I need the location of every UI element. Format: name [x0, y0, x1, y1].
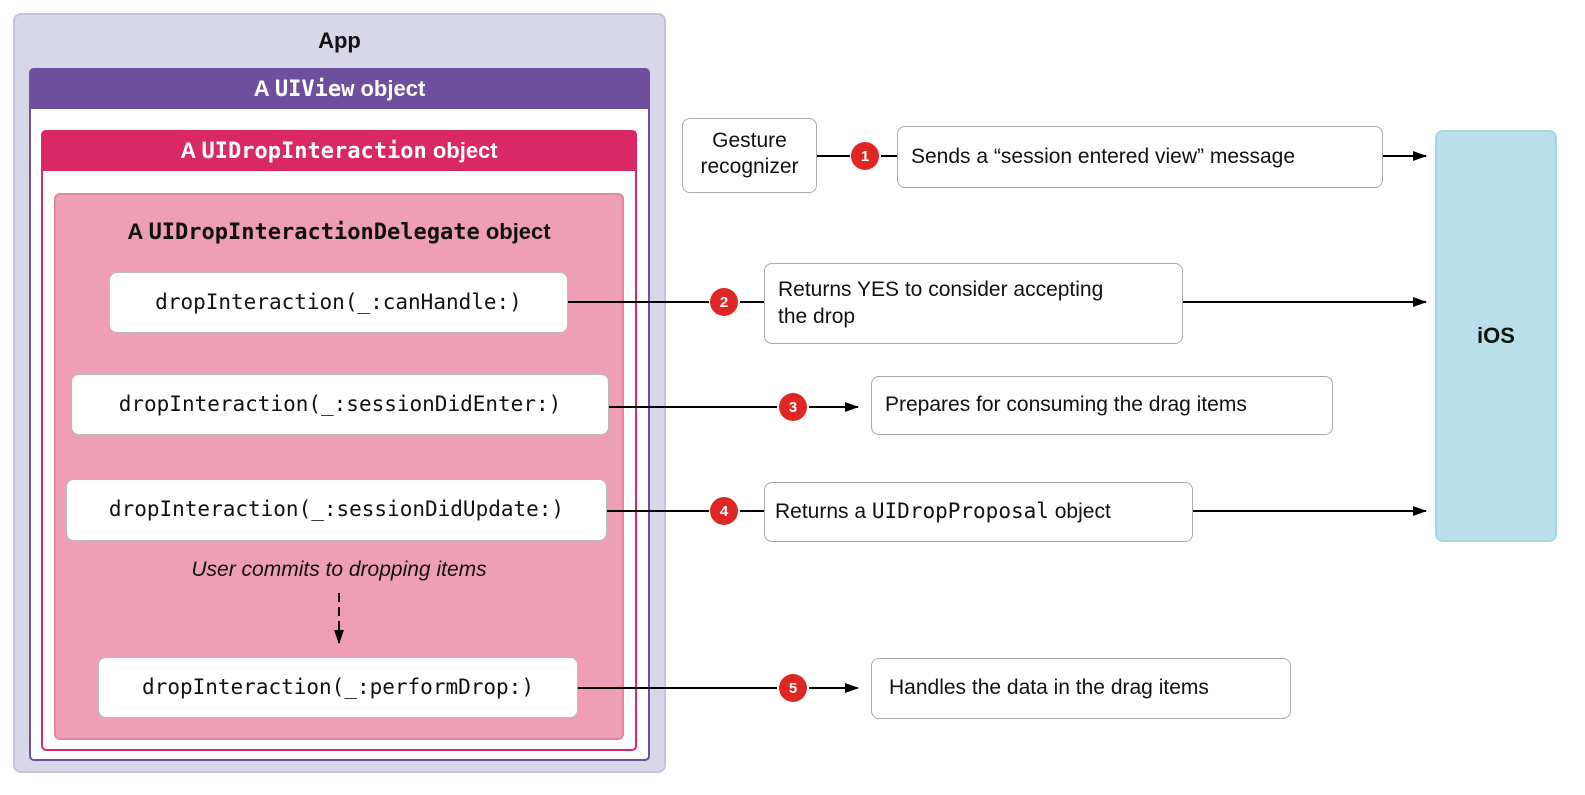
- svg-text:2: 2: [720, 294, 728, 311]
- message-prepares-consuming: Prepares for consuming the drag items: [871, 376, 1333, 435]
- message-returns-proposal: Returns a UIDropProposal object: [764, 482, 1193, 542]
- gesture-line-2: recognizer: [700, 155, 799, 178]
- uiview-header: A UIView object: [29, 68, 650, 109]
- step-badge-2: 2: [710, 288, 738, 316]
- message-returns-yes-line-1: Returns YES to consider accepting: [778, 278, 1104, 301]
- message-returns-proposal-class: UIDropProposal: [871, 499, 1049, 523]
- step-badge-3: 3: [779, 393, 807, 421]
- drop-interaction-suffix: object: [426, 138, 498, 163]
- drop-interaction-class-name: UIDropInteraction: [201, 139, 427, 164]
- commit-label: User commits to dropping items: [191, 558, 487, 581]
- message-returns-yes: Returns YES to consider accepting the dr…: [764, 263, 1183, 344]
- message-returns-proposal-prefix: Returns a: [775, 500, 872, 523]
- uiview-suffix: object: [354, 76, 426, 101]
- delegate-prefix: A: [127, 219, 149, 244]
- method-can-handle: dropInteraction(_:canHandle:): [109, 272, 568, 333]
- uiview-class-name: UIView: [274, 77, 355, 102]
- ios-box: iOS: [1435, 130, 1557, 542]
- message-returns-proposal-suffix: object: [1048, 500, 1111, 523]
- delegate-suffix: object: [479, 219, 551, 244]
- method-session-did-enter: dropInteraction(_:sessionDidEnter:): [71, 374, 609, 435]
- svg-text:3: 3: [789, 399, 797, 416]
- delegate-class-name: UIDropInteractionDelegate: [148, 220, 480, 245]
- step-badge-4: 4: [710, 497, 738, 525]
- message-returns-yes-line-2: the drop: [778, 305, 856, 328]
- method-session-did-update: dropInteraction(_:sessionDidUpdate:): [66, 479, 607, 541]
- ios-label: iOS: [1477, 323, 1515, 348]
- step-badge-1: 1: [851, 142, 879, 170]
- delegate-title: A UIDropInteractionDelegate object: [54, 219, 624, 245]
- gesture-line-1: Gesture: [712, 129, 787, 152]
- method-perform-drop: dropInteraction(_:performDrop:): [98, 657, 578, 718]
- step-badge-5: 5: [779, 674, 807, 702]
- drop-interaction-prefix: A: [180, 138, 202, 163]
- message-handles-data: Handles the data in the drag items: [871, 658, 1291, 719]
- svg-text:1: 1: [861, 148, 869, 165]
- uiview-prefix: A: [253, 76, 275, 101]
- message-session-entered: Sends a “session entered view” message: [897, 126, 1383, 188]
- drop-interaction-header: A UIDropInteraction object: [41, 130, 637, 171]
- svg-text:5: 5: [789, 680, 797, 697]
- app-title: App: [318, 28, 361, 53]
- svg-text:4: 4: [720, 503, 729, 520]
- gesture-recognizer-box: Gesture recognizer: [682, 118, 817, 193]
